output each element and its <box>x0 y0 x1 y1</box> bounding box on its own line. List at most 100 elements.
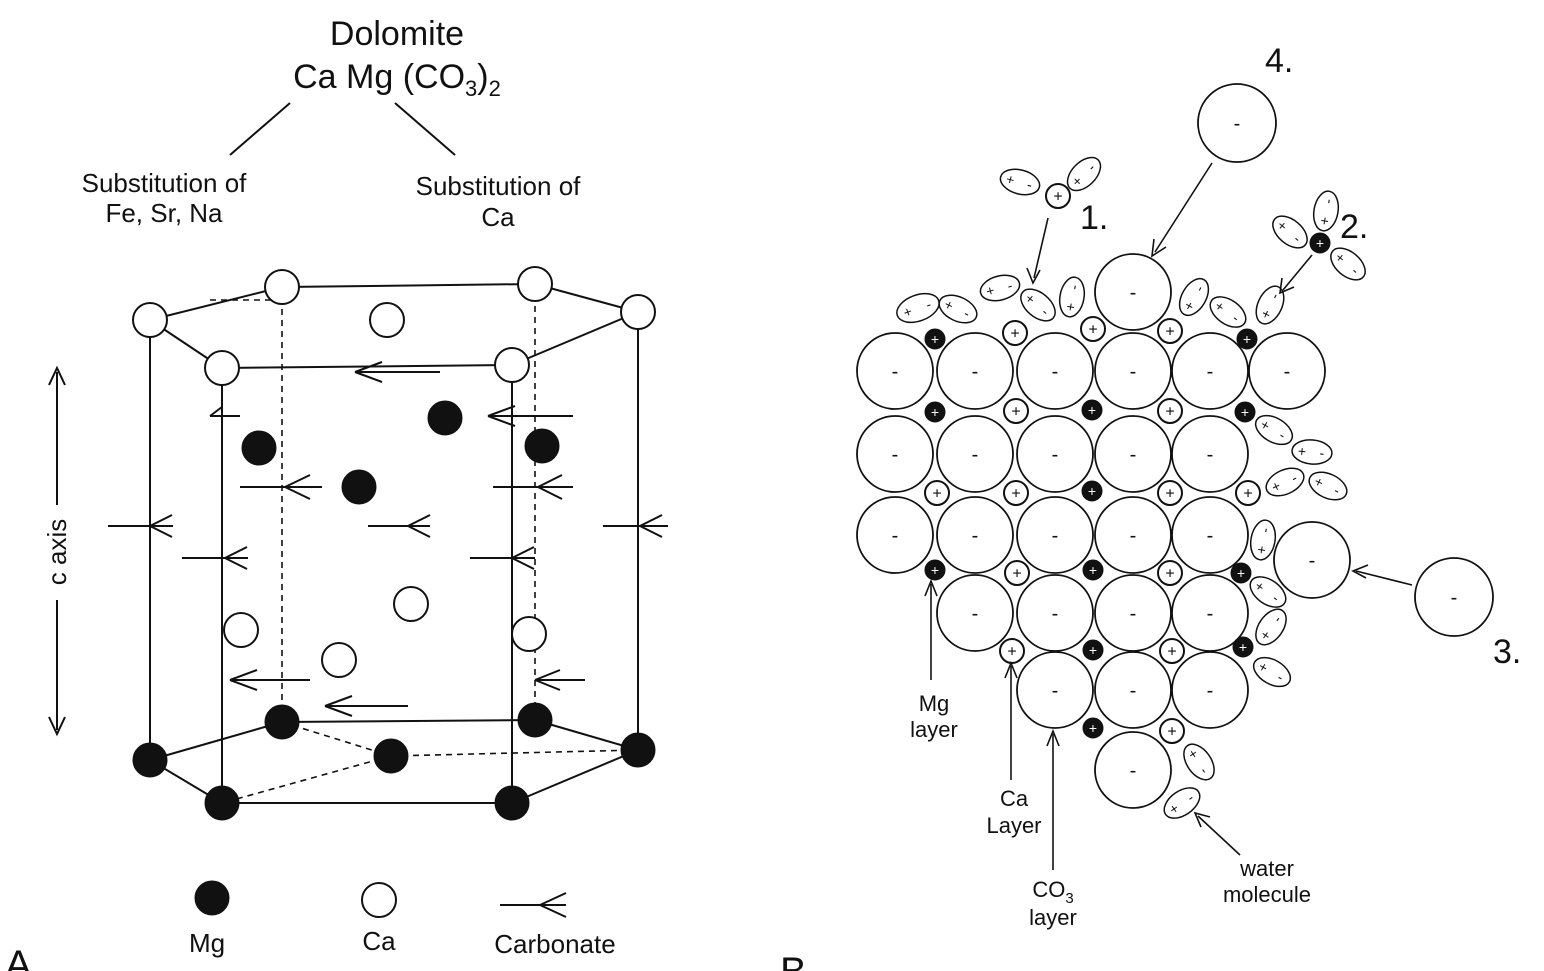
co3-ion-charge: - <box>1207 525 1214 547</box>
water-molecules: +-+-+-+-+-+-+-+-+-+-+-+-+-+-+-+-+-+-+-+-… <box>896 156 1366 819</box>
water-charge-minus: - <box>962 305 973 322</box>
ca-atom <box>369 302 405 338</box>
arrowhead-water <box>1193 811 1211 828</box>
ca-atom <box>223 612 259 648</box>
water-molecule: +- <box>1163 787 1201 819</box>
water-molecule: +- <box>1330 247 1366 281</box>
co3-ion <box>856 415 934 493</box>
carbonate-group <box>534 669 585 691</box>
water-charge-plus: + <box>1297 443 1307 460</box>
panel-b-letter: B <box>780 950 807 971</box>
co3-ion <box>1016 651 1094 729</box>
mg-ion <box>1082 639 1104 661</box>
co3-ion-charge: - <box>1052 361 1059 383</box>
marker-3: 3. <box>1493 633 1521 671</box>
water-charge-plus: + <box>984 282 996 300</box>
carbonate-group <box>603 514 668 538</box>
carbonate-group <box>209 406 240 417</box>
arrow-2 <box>1282 254 1313 291</box>
water-molecule: +- <box>1066 156 1102 192</box>
ca-ion <box>1003 398 1029 424</box>
mg-atom <box>132 742 168 778</box>
water-charge-plus: + <box>1253 544 1270 555</box>
substitution-left-line1: Substitution of <box>82 168 248 198</box>
arrow-4 <box>1154 162 1213 253</box>
co3-ion-charge: - <box>1207 361 1214 383</box>
water-molecule: +- <box>999 168 1041 196</box>
free-ca-ion-charge: + <box>1053 189 1062 206</box>
ca-atom <box>393 586 429 622</box>
water-molecule: +- <box>1249 519 1277 561</box>
co3-ion <box>1171 332 1249 410</box>
water-charge-minus: - <box>1256 526 1273 534</box>
co3-ion-charge: - <box>892 444 899 466</box>
arrow-1 <box>1033 217 1049 279</box>
water-charge-minus: - <box>1289 469 1300 486</box>
co3-ion <box>1171 415 1249 493</box>
co3-ion-charge: - <box>1207 444 1214 466</box>
mg-ion <box>924 401 946 423</box>
mg-ion-charge: + <box>1088 483 1096 499</box>
mg-ion-charge: + <box>1241 404 1249 420</box>
mg-ion <box>1081 480 1103 502</box>
ca-layer-label-line1: Ca <box>1000 786 1029 811</box>
mg-atom <box>494 785 530 821</box>
co3-ion <box>1171 496 1249 574</box>
mg-atom <box>517 702 553 738</box>
water-label-line2: molecule <box>1223 882 1311 907</box>
ca-ion <box>1159 638 1185 664</box>
marker-4: 4. <box>1265 42 1293 80</box>
mg-atom <box>427 400 463 436</box>
mg-ion-charge: + <box>1237 565 1245 581</box>
water-molecule: +- <box>938 294 978 324</box>
arrowhead-1 <box>1026 267 1041 285</box>
mg-ion-charge: + <box>931 562 939 578</box>
ca-ion-charge: + <box>1088 322 1097 339</box>
adsorbed-co3-ion-charge: - <box>1309 550 1316 572</box>
mg-ion-circles: ++++++++++++ <box>924 328 1258 739</box>
legend-mg-symbol <box>194 880 230 916</box>
co3-ion <box>1016 496 1094 574</box>
co3-ion <box>1094 574 1172 652</box>
co3-layer-label-line1: CO3 <box>1032 877 1073 907</box>
co3-ion-charge: - <box>1130 444 1137 466</box>
mg-ion <box>924 559 946 581</box>
ca-ion <box>1003 480 1029 506</box>
ca-ion-charge: + <box>1167 724 1176 741</box>
mg-ion-charge: + <box>1088 402 1096 418</box>
water-molecule: +- <box>896 292 940 324</box>
free-co3-ion-charge: - <box>1451 587 1458 609</box>
water-charge-plus: + <box>1316 215 1333 226</box>
carbonate-group <box>229 669 310 691</box>
carbonate-group <box>493 474 573 500</box>
ca-ion <box>1004 560 1030 586</box>
mg-atom <box>264 704 300 740</box>
free-mg-ion <box>1309 232 1331 254</box>
co3-ion-charge: - <box>1207 603 1214 625</box>
mg-ion-charge: + <box>1089 720 1097 736</box>
legend-ca-label: Ca <box>362 926 396 956</box>
co3-ion <box>1016 415 1094 493</box>
legend-mg-label: Mg <box>189 928 225 958</box>
mg-ion-charge: + <box>931 404 939 420</box>
co3-ion-charge: - <box>1052 603 1059 625</box>
arrowhead-ca-layer <box>1004 660 1018 679</box>
ca-atom <box>321 642 357 678</box>
water-molecule: +- <box>1178 277 1210 317</box>
c-axis-label: c axis <box>42 519 72 585</box>
co3-ion-charge: - <box>892 361 899 383</box>
mg-atom <box>241 430 277 466</box>
co3-ion <box>1171 651 1249 729</box>
free-co3-ion-3 <box>1414 557 1494 637</box>
co3-ion <box>936 574 1014 652</box>
water-molecule: +- <box>1020 288 1056 322</box>
ca-ion <box>999 638 1025 664</box>
co3-ion-charge: - <box>1207 680 1214 702</box>
ca-ion-charge: + <box>1165 566 1174 583</box>
water-molecule: +- <box>1183 743 1215 781</box>
mineral-formula: Ca Mg (CO3)2 <box>293 58 501 101</box>
co3-ion-charge: - <box>1052 444 1059 466</box>
co3-ion <box>1094 496 1172 574</box>
panel-b: ------------------------- ++++++++++++++… <box>780 42 1521 971</box>
